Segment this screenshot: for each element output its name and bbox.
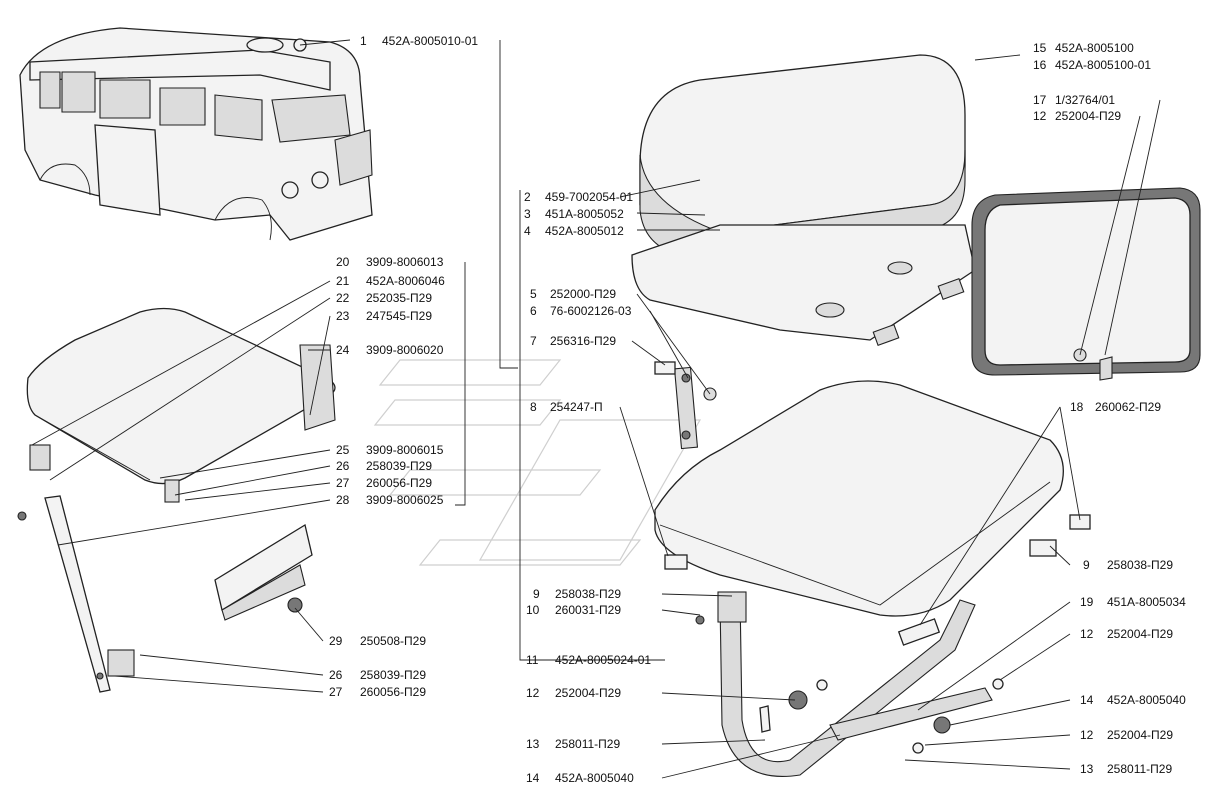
callout-19-code: 451А-8005034 [1107, 595, 1186, 609]
callout-20-code: 3909-8006013 [366, 255, 444, 269]
callout-14-left-num: 14 [526, 771, 540, 785]
hinge-bracket-illustration [654, 361, 717, 450]
callout-8-num: 8 [530, 400, 537, 414]
callout-4-code: 452А-8005012 [545, 224, 624, 238]
callout-8-code: 254247-П [550, 400, 603, 414]
hatch-lid-illustration [17, 307, 336, 693]
callout-21-code: 452А-8006046 [366, 274, 445, 288]
callout-26-bottom-num: 26 [329, 668, 343, 682]
callout-27-top-code: 260056-П29 [366, 476, 432, 490]
callout-12-bottom-code: 252004-П29 [1107, 728, 1173, 742]
callout-10-code: 260031-П29 [555, 603, 621, 617]
callout-18-code: 260062-П29 [1095, 400, 1161, 414]
callout-29-code: 250508-П29 [360, 634, 426, 648]
callout-14-left-code: 452А-8005040 [555, 771, 634, 785]
callout-20-num: 20 [336, 255, 350, 269]
callout-13-right-code: 258011-П29 [1107, 762, 1172, 776]
callout-26-top-num: 26 [336, 459, 350, 473]
callout-3-code: 451А-8005052 [545, 207, 624, 221]
callout-9-right-num: 9 [1083, 558, 1090, 572]
callout-7-num: 7 [530, 334, 537, 348]
callout-17-num: 17 [1033, 93, 1047, 107]
callout-26-bottom-code: 258039-П29 [360, 668, 426, 682]
callout-16-code: 452А-8005100-01 [1055, 58, 1151, 72]
callout-24-code: 3909-8006020 [366, 343, 444, 357]
callout-9-left-num: 9 [533, 587, 540, 601]
callout-6-code: 76-6002126-03 [550, 304, 632, 318]
callout-12-bottom-num: 12 [1080, 728, 1094, 742]
callout-13-right-num: 13 [1080, 762, 1094, 776]
callout-1-code: 452А-8005010-01 [382, 34, 478, 48]
callout-5-code: 252000-П29 [550, 287, 616, 301]
callout-12-left-code: 252004-П29 [555, 686, 621, 700]
callout-2-num: 2 [524, 190, 531, 204]
callout-15-num: 15 [1033, 41, 1047, 55]
van-body-illustration [19, 27, 373, 241]
seat-cushion-illustration [631, 54, 976, 347]
callout-27-bottom-code: 260056-П29 [360, 685, 426, 699]
callout-22-num: 22 [336, 291, 350, 305]
callout-23-num: 23 [336, 309, 350, 323]
callout-18-num: 18 [1070, 400, 1084, 414]
callout-12-right-code: 252004-П29 [1107, 627, 1173, 641]
callout-16-num: 16 [1033, 58, 1047, 72]
callout-27-bottom-num: 27 [329, 685, 343, 699]
callout-13-left-code: 258011-П29 [555, 737, 620, 751]
callout-26-top-code: 258039-П29 [366, 459, 432, 473]
callout-7-code: 256316-П29 [550, 334, 616, 348]
callout-28-num: 28 [336, 493, 350, 507]
callout-3-num: 3 [524, 207, 531, 221]
callout-13-left-num: 13 [526, 737, 540, 751]
callout-25-code: 3909-8006015 [366, 443, 444, 457]
callout-12-left-num: 12 [526, 686, 540, 700]
callout-17-code: 1/32764/01 [1055, 93, 1115, 107]
leader-lines [31, 39, 1161, 779]
callout-6-num: 6 [530, 304, 537, 318]
callout-5-num: 5 [530, 287, 537, 301]
callout-29-num: 29 [329, 634, 343, 648]
callout-28-code: 3909-8006025 [366, 493, 444, 507]
callout-25-num: 25 [336, 443, 350, 457]
rear-window-illustration [971, 187, 1201, 381]
callout-22-code: 252035-П29 [366, 291, 432, 305]
callout-4-num: 4 [524, 224, 531, 238]
callout-15-code: 452А-8005100 [1055, 41, 1134, 55]
callout-14-right-num: 14 [1080, 693, 1094, 707]
callout-14-right-code: 452А-8005040 [1107, 693, 1186, 707]
callout-23-code: 247545-П29 [366, 309, 432, 323]
callout-12-top-num: 12 [1033, 109, 1047, 123]
callout-9-left-code: 258038-П29 [555, 587, 621, 601]
callout-10-num: 10 [526, 603, 540, 617]
callout-9-right-code: 258038-П29 [1107, 558, 1173, 572]
callout-1-num: 1 [360, 34, 367, 48]
callout-11-code: 452А-8005024-01 [555, 653, 651, 667]
callout-19-num: 19 [1080, 595, 1094, 609]
watermark [373, 359, 702, 566]
callout-24-num: 24 [336, 343, 350, 357]
seat-lid-illustration [654, 380, 1091, 777]
callout-12-top-code: 252004-П29 [1055, 109, 1121, 123]
callout-2-code: 459-7002054-01 [545, 190, 633, 204]
callout-27-top-num: 27 [336, 476, 350, 490]
callout-labels: 1 452А-8005010-01 2 459-7002054-01 3 451… [329, 34, 1186, 785]
callout-12-right-num: 12 [1080, 627, 1094, 641]
callout-21-num: 21 [336, 274, 350, 288]
callout-11-num: 11 [526, 653, 539, 667]
